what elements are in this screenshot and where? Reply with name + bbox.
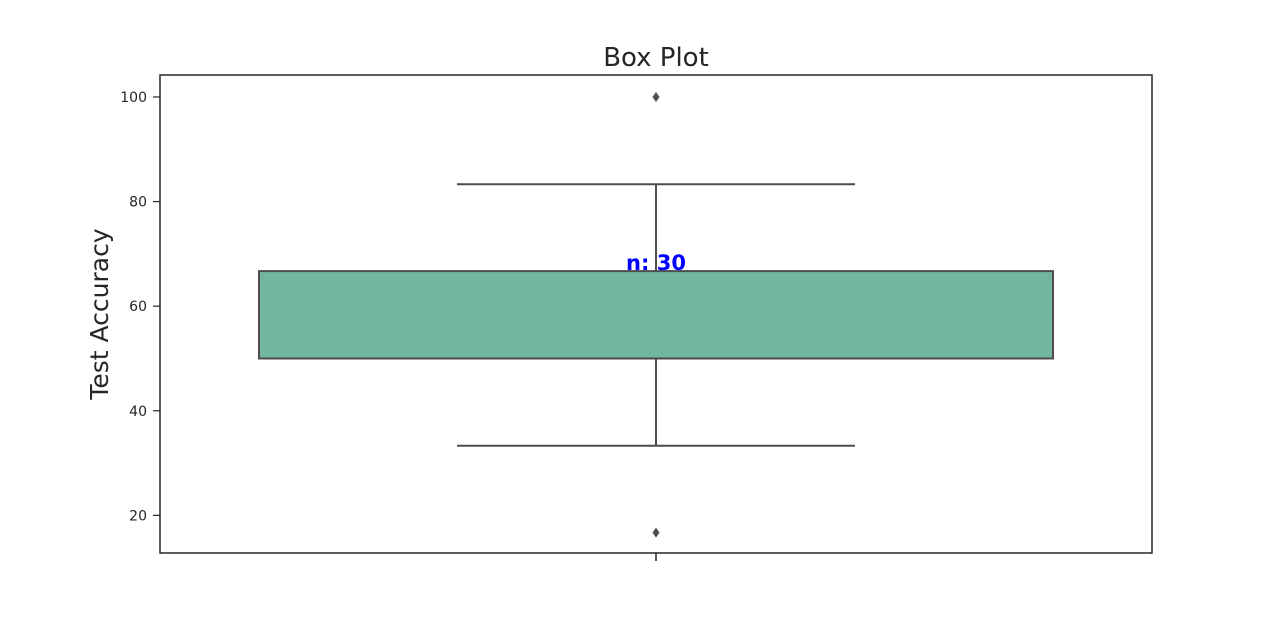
y-tick-label: 100 [120,90,147,106]
y-axis-label: Test Accuracy [85,228,114,401]
y-tick-label: 20 [129,508,147,524]
y-tick-label: 80 [129,195,147,211]
sample-count-label: n: 30 [626,251,686,275]
chart-title: Box Plot [603,43,709,73]
box-group [258,91,1054,538]
y-tick-label: 60 [129,299,147,315]
y-tick-label: 40 [129,404,147,420]
interquartile-box [258,270,1054,360]
outlier-point [652,91,660,102]
annotation-group: n: 30 [626,251,686,275]
outlier-point [652,527,660,538]
y-axis-ticks: 20 40 60 80 100 [120,90,160,524]
